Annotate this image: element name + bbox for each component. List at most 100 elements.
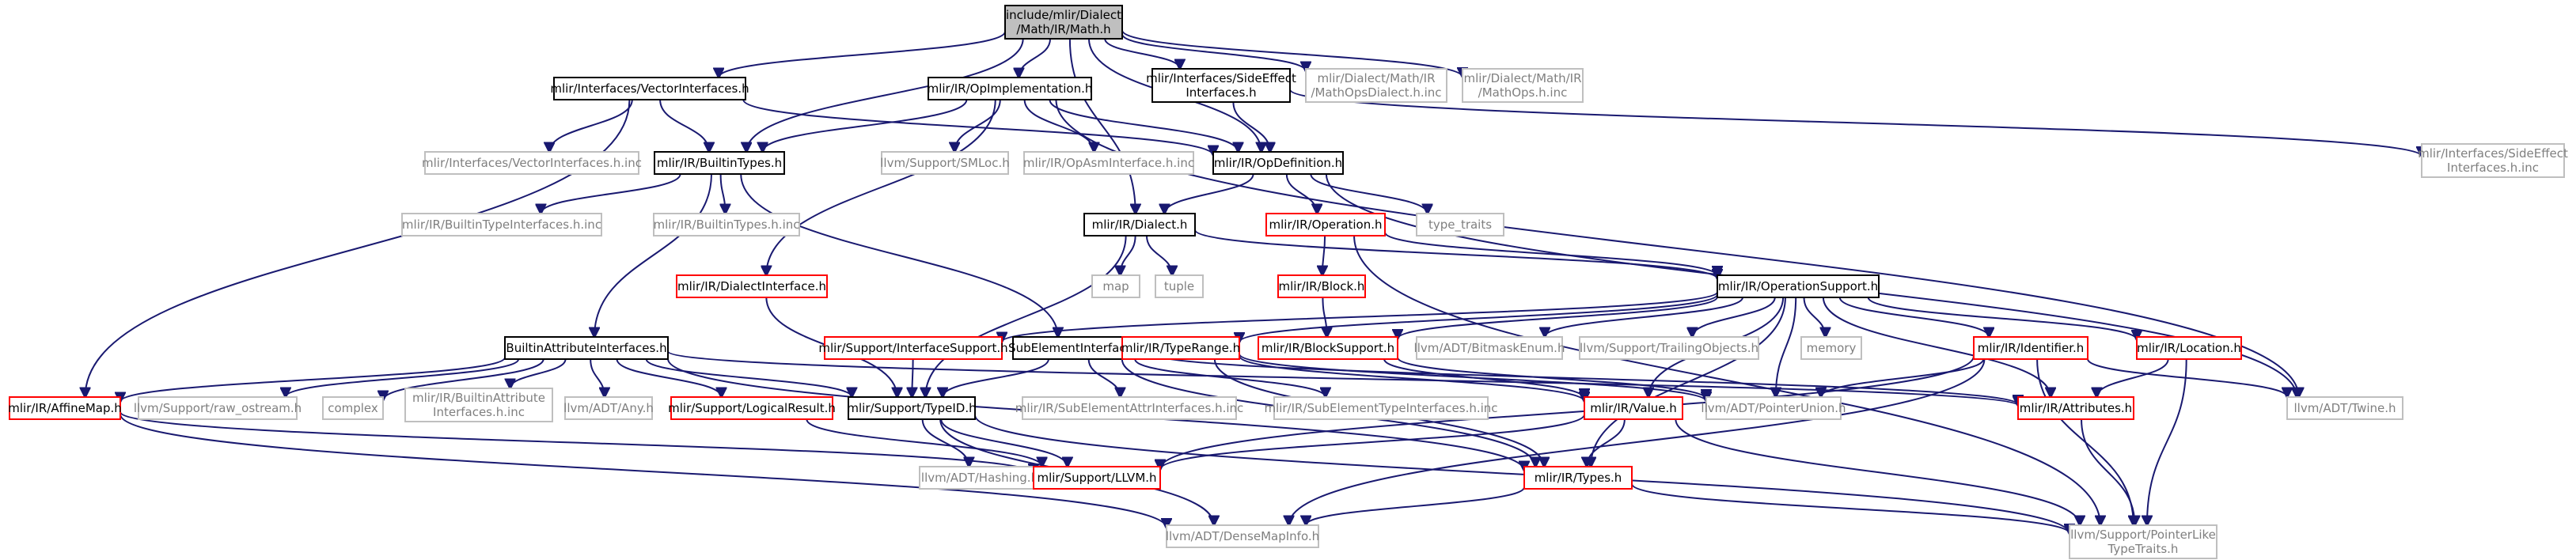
edge-identifier-to-densemap [1289, 358, 1986, 525]
nodes-layer: include/mlir/Dialect/Math/IR/Math.h mlir/… [8, 5, 2568, 559]
node-box-dialect [1083, 213, 1196, 236]
node-box-map [1091, 274, 1140, 298]
edge-root-to-vecif [719, 31, 1006, 78]
node-box-opimpl [928, 77, 1092, 100]
edge-battrif-to-anyh [590, 358, 605, 397]
edge-opsupport-to-blocksupport [1398, 296, 1718, 339]
node-label-value: mlir/IR/Value.h [1590, 401, 1677, 415]
node-box-opasminc [1023, 151, 1194, 175]
edge-vecif-to-vecifinc [549, 99, 633, 152]
node-box-location [2136, 336, 2242, 360]
node-label-block: mlir/IR/Block.h [1279, 279, 1365, 293]
node-box-tuple [1155, 274, 1204, 298]
node-location[interactable]: mlir/IR/Location.h [2136, 336, 2242, 360]
node-box-typerange [1121, 336, 1240, 360]
node-label-smloc: llvm/Support/SMLoc.h [880, 156, 1009, 170]
node-label-mathopsinc: mlir/Dialect/Math/IR [1463, 71, 1581, 85]
node-label-trailing: llvm/Support/TrailingObjects.h [1580, 341, 1758, 355]
node-box-blocksupport [1258, 336, 1398, 360]
node-label-subelem: SubElementInterfaces.h [1008, 341, 1151, 355]
edge-opsupport-to-location [1867, 297, 2137, 340]
node-vecif[interactable]: mlir/Interfaces/VectorInterfaces.h [550, 77, 749, 100]
node-label-operation: mlir/IR/Operation.h [1269, 218, 1383, 232]
node-opsupport[interactable]: mlir/IR/OperationSupport.h [1717, 274, 1880, 298]
node-label-sideeffinc: mlir/Interfaces/SideEffect [2418, 146, 2568, 161]
node-sideeffinc: mlir/Interfaces/SideEffectInterfaces.h.i… [2418, 143, 2568, 178]
edge-vecif-to-builtintypes [659, 99, 709, 152]
edge-root-to-dialect [1068, 38, 1136, 214]
node-box-typeid [848, 396, 976, 420]
node-label-sideeffinc: Interfaces.h.inc [2447, 161, 2539, 175]
edge-sideeff-to-sideeffinc [1289, 89, 2422, 157]
node-ifsupport[interactable]: mlir/Support/InterfaceSupport.h [818, 336, 1008, 360]
edge-typeid-to-llvmh [940, 418, 1068, 467]
node-attributes[interactable]: mlir/IR/Attributes.h [2017, 396, 2134, 420]
node-opimpl[interactable]: mlir/IR/OpImplementation.h [928, 77, 1093, 100]
edge-opdef-to-typetraits [1310, 173, 1427, 214]
node-label-twine: llvm/ADT/Twine.h [2293, 401, 2396, 415]
node-box-attributes [2017, 396, 2134, 420]
edge-builtintypes-to-btifinc [541, 173, 681, 214]
node-box-memory [1800, 336, 1862, 360]
node-box-opdef [1212, 151, 1344, 175]
node-box-hashing [919, 466, 1041, 490]
node-blocksupport[interactable]: mlir/IR/BlockSupport.h [1258, 336, 1398, 360]
node-box-vecifinc [424, 151, 639, 175]
edge-logicalresult-to-llvmh [806, 418, 1041, 467]
node-llvmh[interactable]: mlir/Support/LLVM.h [1033, 466, 1161, 490]
edge-opsupport-to-ifsupport [1002, 291, 1718, 342]
node-box-logicalresult [670, 396, 833, 420]
node-types[interactable]: mlir/IR/Types.h [1523, 466, 1633, 490]
node-box-operation [1265, 213, 1386, 236]
node-box-complex [322, 396, 384, 420]
node-box-affinemap [9, 396, 121, 420]
node-typeid[interactable]: mlir/Support/TypeID.h [847, 396, 977, 420]
node-identifier[interactable]: mlir/IR/Identifier.h [1973, 336, 2088, 360]
edge-opimpl-to-opasminc [1023, 99, 1095, 152]
node-root[interactable]: include/mlir/Dialect/Math/IR/Math.h [1004, 5, 1123, 40]
node-dialect[interactable]: mlir/IR/Dialect.h [1083, 213, 1196, 236]
node-box-ptrunion [1705, 396, 1842, 420]
edge-dialect-to-map [1120, 235, 1136, 275]
node-label-blocksupport: mlir/IR/BlockSupport.h [1261, 341, 1394, 355]
node-twine: llvm/ADT/Twine.h [2286, 396, 2403, 420]
node-battrifinc: mlir/IR/BuiltinAttributeInterfaces.h.inc [404, 388, 553, 422]
edge-value-to-ptrlike [1675, 418, 2080, 525]
node-label-opasminc: mlir/IR/OpAsmInterface.h.inc [1023, 156, 1194, 170]
node-trailing: llvm/Support/TrailingObjects.h [1579, 336, 1759, 360]
node-box-battrif [504, 336, 669, 360]
node-label-ptrunion: llvm/ADT/PointerUnion.h [1701, 401, 1846, 415]
edge-value-to-llvmh [1160, 414, 1585, 470]
node-value[interactable]: mlir/IR/Value.h [1584, 396, 1683, 420]
node-dialif[interactable]: mlir/IR/DialectInterface.h [676, 274, 828, 298]
node-battrif[interactable]: BuiltinAttributeInterfaces.h [504, 336, 669, 360]
edge-identifier-to-twine [2087, 358, 2287, 397]
node-complex: complex [322, 396, 384, 420]
node-box-seattrinc [1022, 396, 1237, 420]
node-label-identifier: mlir/IR/Identifier.h [1978, 341, 2085, 355]
edge-identifier-to-ptrunion [1821, 358, 1985, 397]
node-label-ptrlike: llvm/Support/PointerLike [2070, 528, 2216, 542]
node-builtintypes[interactable]: mlir/IR/BuiltinTypes.h [654, 151, 785, 175]
edge-opimpl-to-opdef [1049, 99, 1238, 152]
edge-opimpl-to-dialif [766, 99, 996, 275]
node-block[interactable]: mlir/IR/Block.h [1277, 274, 1366, 298]
edge-typeid-to-hashing [921, 418, 969, 467]
node-typerange[interactable]: mlir/IR/TypeRange.h [1121, 336, 1240, 360]
node-label-densemap: llvm/ADT/DenseMapInfo.h [1166, 529, 1319, 543]
node-label-builtintypes: mlir/IR/BuiltinTypes.h [657, 156, 782, 170]
edge-opsupport-to-memory [1803, 297, 1826, 337]
node-label-btinc: mlir/IR/BuiltinTypes.h.inc [654, 218, 800, 232]
node-opdef[interactable]: mlir/IR/OpDefinition.h [1212, 151, 1344, 175]
node-operation[interactable]: mlir/IR/Operation.h [1265, 213, 1386, 236]
edge-dialect-to-opsupport [1194, 229, 1717, 279]
edge-builtintypes-to-btinc [721, 173, 726, 214]
edge-subelem-to-typeid [943, 358, 1049, 397]
edge-root-to-sideeff [1104, 38, 1180, 69]
node-affinemap[interactable]: mlir/IR/AffineMap.h [8, 396, 122, 420]
node-rawostream: llvm/Support/raw_ostream.h [134, 396, 302, 420]
node-logicalresult[interactable]: mlir/Support/LogicalResult.h [668, 396, 836, 420]
node-tuple: tuple [1155, 274, 1204, 298]
